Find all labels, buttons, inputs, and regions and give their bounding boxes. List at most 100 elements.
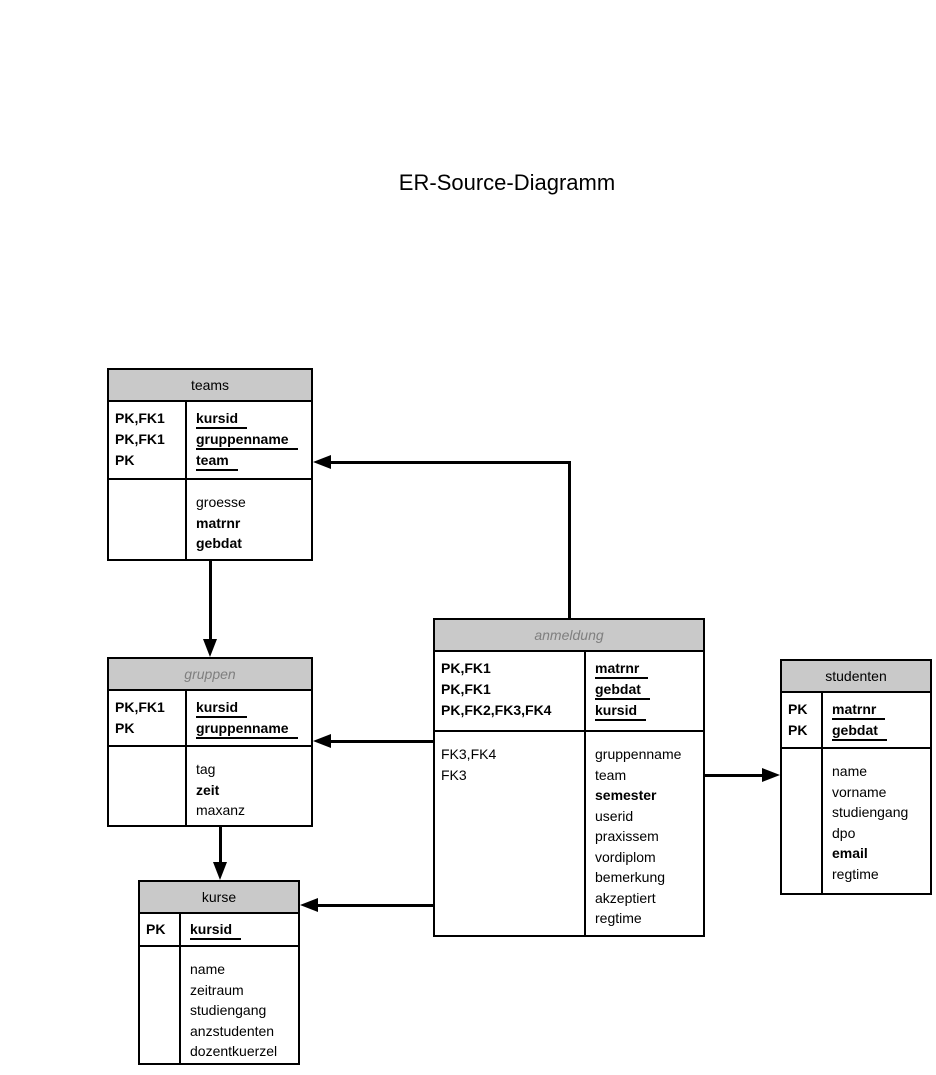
attribute-column: gruppenname team semester userid praxissem vo… xyxy=(586,732,703,935)
arrowhead-left-icon xyxy=(300,898,318,912)
field-team: team xyxy=(196,452,238,471)
connector-teams-gruppen-line xyxy=(209,561,212,641)
attribute-matrnr: matrnr xyxy=(196,514,241,531)
key-field-row: matrnr xyxy=(832,699,930,720)
key-label-column: PK xyxy=(140,914,181,945)
key-label: PK xyxy=(115,720,135,736)
connector-anmeldung-teams-hline xyxy=(329,461,571,464)
field-kursid: kursid xyxy=(595,702,647,721)
arrowhead-left-icon xyxy=(313,734,331,748)
attribute-vordiplom: vordiplom xyxy=(595,848,656,865)
key-field-row: gebdat xyxy=(832,720,930,741)
attribute-team: team xyxy=(595,766,627,783)
fk-label-column xyxy=(109,480,187,559)
attribute-vorname: vorname xyxy=(832,783,887,800)
key-field-row: gebdat xyxy=(595,679,703,700)
field-gruppenname: gruppenname xyxy=(196,720,298,739)
fk-label-column xyxy=(782,749,823,893)
table-header-kurse: kurse xyxy=(140,882,298,914)
arrowhead-down-icon xyxy=(213,862,227,880)
key-field-column: matrnr gebdat kursid xyxy=(586,652,703,730)
attribute-email: email xyxy=(832,845,868,861)
attribute-praxissem: praxissem xyxy=(595,828,659,844)
key-field-row: kursid xyxy=(595,700,703,721)
key-label: PK xyxy=(788,722,808,738)
attribute-section-teams: groesse matrnr gebdat xyxy=(109,480,311,559)
table-header-anmeldung: anmeldung xyxy=(435,620,703,652)
attribute-dpo: dpo xyxy=(832,824,856,841)
attribute-dozentkuerzel: dozentkuerzel xyxy=(190,1043,278,1059)
field-kursid: kursid xyxy=(196,410,248,429)
arrowhead-left-icon xyxy=(313,455,331,469)
field-matrnr: matrnr xyxy=(832,701,886,720)
key-field-column: kursid xyxy=(181,914,298,945)
key-label: PK,FK1 xyxy=(441,681,491,697)
connector-anmeldung-teams-vline xyxy=(568,461,571,618)
attribute-anzstudenten: anzstudenten xyxy=(190,1022,275,1039)
attribute-name: name xyxy=(190,961,226,977)
key-label: PK xyxy=(115,452,135,468)
fk-label: FK3,FK4 xyxy=(441,746,497,762)
key-field-column: matrnr gebdat xyxy=(823,693,930,747)
key-section-studenten: PK PK matrnr gebdat xyxy=(782,693,930,749)
connector-anmeldung-gruppen-line xyxy=(329,740,433,743)
table-header-studenten: studenten xyxy=(782,661,930,693)
attribute-groesse: groesse xyxy=(196,494,246,510)
attribute-userid: userid xyxy=(595,807,634,824)
field-gebdat: gebdat xyxy=(595,681,650,700)
field-gebdat: gebdat xyxy=(832,722,887,741)
key-label: PK,FK1 xyxy=(115,431,165,447)
attribute-name: name xyxy=(832,763,868,779)
connector-anmeldung-kurse-line xyxy=(316,904,433,907)
key-label: PK xyxy=(788,701,808,717)
key-section-kurse: PK kursid xyxy=(140,914,298,947)
key-label: PK,FK2,FK3,FK4 xyxy=(441,702,552,718)
table-header-teams: teams xyxy=(109,370,311,402)
field-kursid: kursid xyxy=(196,699,248,718)
fk-label: FK3 xyxy=(441,766,467,783)
key-label: PK,FK1 xyxy=(115,699,165,715)
attribute-tag: tag xyxy=(196,761,216,777)
fk-label-column xyxy=(140,947,181,1063)
key-field-row: kursid xyxy=(196,697,311,718)
connector-anmeldung-studenten-line xyxy=(705,774,764,777)
attribute-gebdat: gebdat xyxy=(196,535,242,551)
diagram-title: ER-Source-Diagramm xyxy=(398,170,616,195)
arrowhead-down-icon xyxy=(203,639,217,657)
attribute-bemerkung: bemerkung xyxy=(595,869,666,885)
key-field-row: matrnr xyxy=(595,658,703,679)
attribute-gruppenname: gruppenname xyxy=(595,746,682,762)
field-kursid: kursid xyxy=(190,921,242,940)
key-field-row: gruppenname xyxy=(196,429,311,450)
table-header-gruppen: gruppen xyxy=(109,659,311,691)
attribute-akzeptiert: akzeptiert xyxy=(595,889,656,906)
attribute-regtime: regtime xyxy=(832,865,879,882)
key-label-column: PK PK xyxy=(782,693,823,747)
key-field-column: kursid gruppenname xyxy=(187,691,311,745)
connector-gruppen-kurse-line xyxy=(219,827,222,864)
attribute-studiengang: studiengang xyxy=(190,1002,267,1018)
attribute-zeit: zeit xyxy=(196,781,220,798)
attribute-semester: semester xyxy=(595,787,657,803)
attribute-column: groesse matrnr gebdat xyxy=(187,480,311,559)
field-gruppenname: gruppenname xyxy=(196,431,298,450)
